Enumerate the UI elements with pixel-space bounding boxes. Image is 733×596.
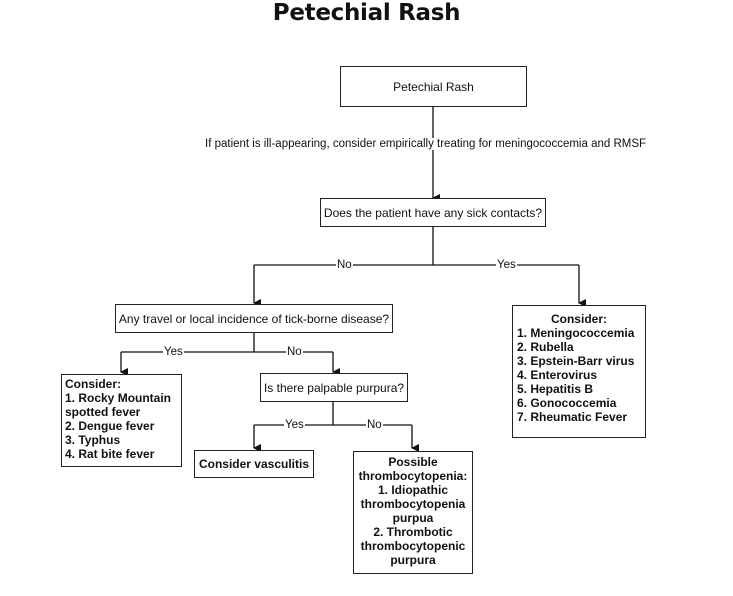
tick-borne-consider-heading: Consider: <box>65 377 122 391</box>
thrombocytopenia-list: 1. Idiopathic thrombocytopenia purpua 2.… <box>356 483 470 567</box>
list-item: 4. Rat bite fever <box>65 447 155 461</box>
node-consider-vasculitis: Consider vasculitis <box>194 450 314 478</box>
list-item: 2. Dengue fever <box>65 419 155 433</box>
node-sick-contacts-consider: Consider: 1. Meningococcemia 2. Rubella … <box>512 305 646 438</box>
edge-label-travel-yes: Yes <box>163 346 184 358</box>
thrombocytopenia-heading: Possible thrombocytopenia: <box>358 455 468 483</box>
node-palpable-purpura-label: Is there palpable purpura? <box>263 380 405 395</box>
sick-contacts-diagnosis-list: 1. Meningococcemia 2. Rubella 3. Epstein… <box>517 326 641 424</box>
empiric-treatment-note: If patient is ill-appearing, consider em… <box>205 138 647 150</box>
node-thrombocytopenia: Possible thrombocytopenia: 1. Idiopathic… <box>353 451 473 574</box>
list-item: 1. Meningococcemia <box>517 326 635 340</box>
edge-label-purpura-yes: Yes <box>284 419 305 431</box>
list-item: 7. Rheumatic Fever <box>517 410 628 424</box>
list-item: 2. Rubella <box>517 340 574 354</box>
node-consider-vasculitis-label: Consider vasculitis <box>198 457 310 471</box>
edge-label-travel-no: No <box>286 346 303 358</box>
node-tick-borne-travel-label: Any travel or local incidence of tick-bo… <box>118 311 390 326</box>
list-item: 6. Gonococcemia <box>517 396 617 410</box>
node-tick-borne-consider: Consider: 1. Rocky Mountain spotted feve… <box>61 374 182 467</box>
list-item: 5. Hepatitis B <box>517 382 594 396</box>
edge-label-contacts-no: No <box>336 259 353 271</box>
list-item: 3. Epstein-Barr virus <box>517 354 635 368</box>
sick-contacts-consider-heading: Consider: <box>550 312 607 326</box>
node-petechial-rash-label: Petechial Rash <box>393 79 474 94</box>
list-item: 1. Idiopathic thrombocytopenia purpua <box>360 483 466 525</box>
edge-label-purpura-no: No <box>366 419 383 431</box>
node-palpable-purpura: Is there palpable purpura? <box>260 373 408 402</box>
list-item: 4. Enterovirus <box>517 368 598 382</box>
node-sick-contacts-label: Does the patient have any sick contacts? <box>323 205 543 220</box>
list-item: 1. Rocky Mountain spotted fever <box>65 391 172 419</box>
list-item: 3. Typhus <box>65 433 121 447</box>
tick-borne-diagnosis-list: 1. Rocky Mountain spotted fever 2. Dengu… <box>65 391 178 461</box>
node-sick-contacts: Does the patient have any sick contacts? <box>320 198 546 227</box>
list-item: 2. Thrombotic thrombocytopenic purpura <box>360 525 466 567</box>
node-tick-borne-travel: Any travel or local incidence of tick-bo… <box>115 304 393 333</box>
edge-label-contacts-yes: Yes <box>496 259 517 271</box>
node-petechial-rash: Petechial Rash <box>340 66 527 107</box>
diagram-title: Petechial Rash <box>272 0 461 26</box>
